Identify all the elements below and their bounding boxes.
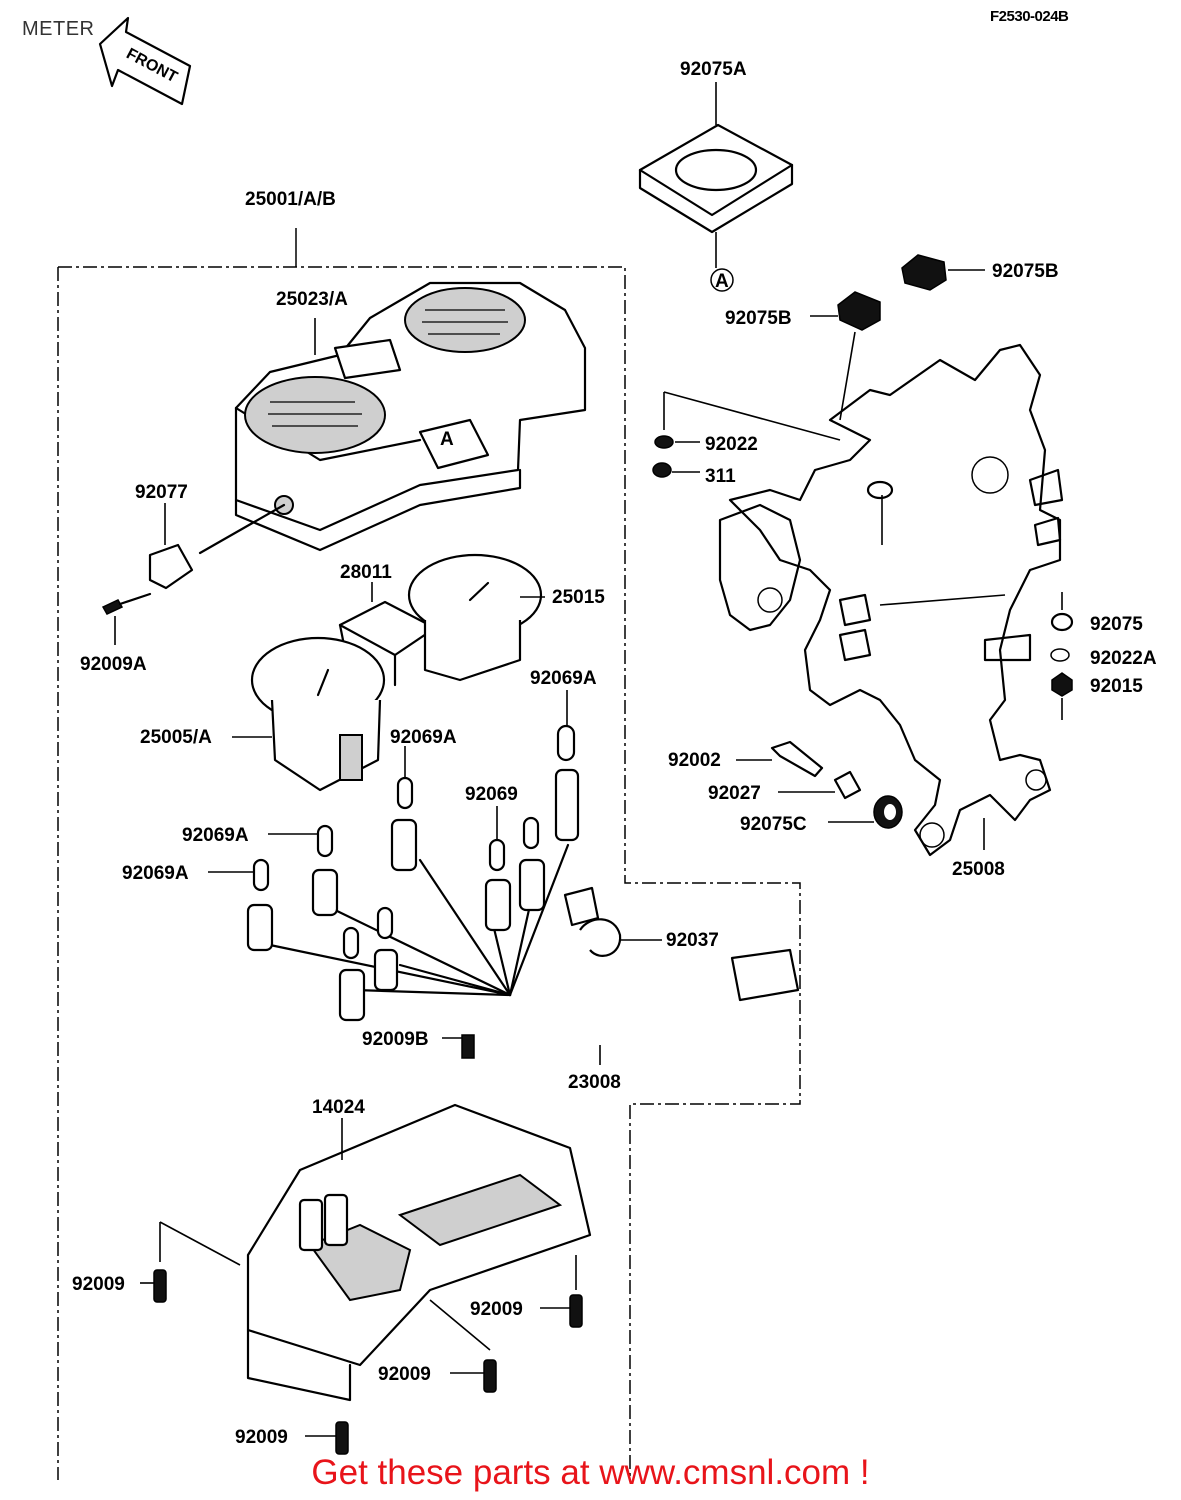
label-92077: 92077 [135, 482, 188, 503]
label-25001: 25001/A/B [245, 189, 336, 210]
meter-bracket [718, 343, 1064, 857]
label-92075b-left: 92075B [725, 308, 792, 329]
mount-hardware-right [1050, 592, 1074, 720]
marker-a-meter: A [440, 429, 454, 450]
label-92009-middle: 92009 [378, 1364, 431, 1385]
meter-connector [101, 503, 286, 615]
label-92075: 92075 [1090, 614, 1143, 635]
bulbs [252, 724, 576, 960]
label-92069a-mid: 92069A [390, 727, 457, 748]
assembly-boundary [57, 228, 801, 1480]
label-92009b: 92009B [362, 1029, 429, 1050]
gauge-unit-25015 [407, 553, 543, 682]
label-92015: 92015 [1090, 676, 1143, 697]
front-arrow-icon: FRONT [98, 16, 192, 106]
label-92069: 92069 [465, 784, 518, 805]
label-25023: 25023/A [276, 289, 348, 310]
label-25015: 25015 [552, 587, 605, 608]
label-92002: 92002 [668, 750, 721, 771]
label-25005: 25005/A [140, 727, 212, 748]
promo-banner: Get these parts at www.cmsnl.com ! [311, 1453, 870, 1492]
bulb-sockets [246, 768, 580, 1022]
label-92075c: 92075C [740, 814, 807, 835]
label-23008: 23008 [568, 1072, 621, 1093]
label-92027: 92027 [708, 783, 761, 804]
label-92069a-far-left: 92069A [122, 863, 189, 884]
grommets [810, 254, 985, 421]
case-screws [153, 1221, 583, 1455]
label-92075a: 92075A [680, 59, 747, 80]
page-title: METER [22, 18, 95, 40]
meter-case [246, 1103, 592, 1402]
label-92009-right: 92009 [470, 1299, 523, 1320]
label-92022: 92022 [705, 434, 758, 455]
label-92009-left: 92009 [72, 1274, 125, 1295]
label-92009-bottom: 92009 [235, 1427, 288, 1448]
label-92009a: 92009A [80, 654, 147, 675]
washers [652, 391, 841, 478]
meter-cap: A [638, 82, 794, 292]
leader-lines [114, 318, 874, 1437]
label-92069a-top: 92069A [530, 668, 597, 689]
part-labels: 92075A 25001/A/B 92075B 25023/A 92075B 9… [72, 59, 1157, 1448]
label-28011: 28011 [340, 562, 392, 583]
gauge-unit-25005 [250, 636, 386, 792]
label-14024: 14024 [312, 1097, 365, 1118]
label-92075b-right: 92075B [992, 261, 1059, 282]
label-311: 311 [705, 466, 736, 487]
label-92037: 92037 [666, 930, 719, 951]
label-92069a-left: 92069A [182, 825, 249, 846]
marker-a-cap: A [715, 271, 729, 292]
label-92022a: 92022A [1090, 648, 1157, 669]
mount-hardware-bottom [770, 740, 903, 829]
wiring-harness [246, 724, 800, 1059]
meter-housing: A [234, 281, 587, 552]
drawing-code: F2530-024B [990, 8, 1069, 25]
label-25008: 25008 [952, 859, 1005, 880]
